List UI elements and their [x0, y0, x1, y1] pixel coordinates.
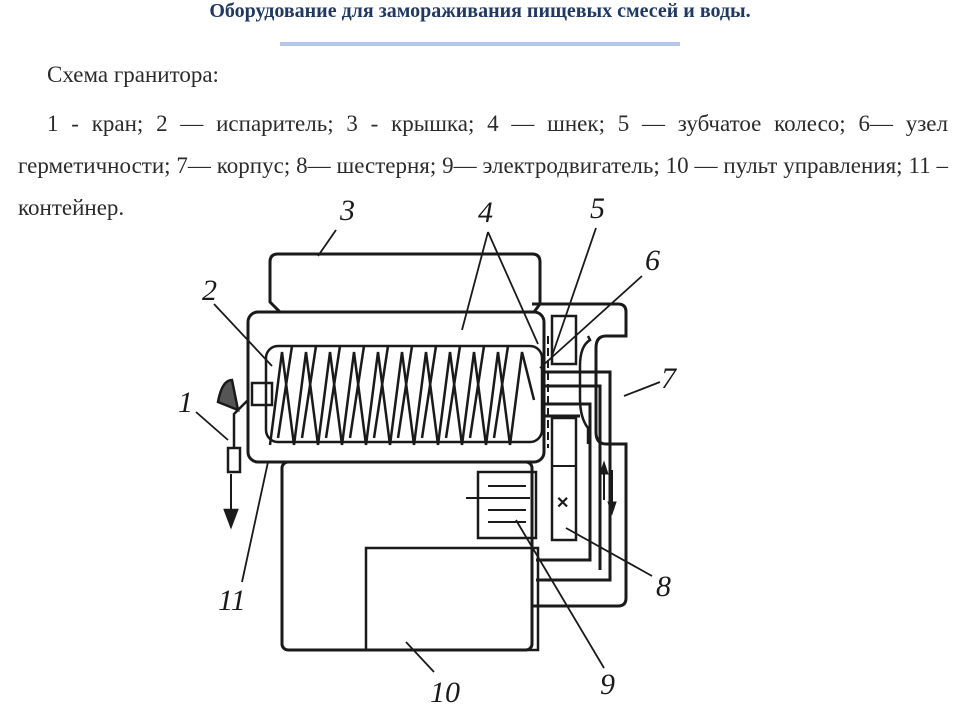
label-2-evaporator: 2: [202, 274, 217, 307]
slide-title: Оборудование для замораживания пищевых с…: [209, 0, 751, 22]
label-7-housing: 7: [661, 362, 678, 395]
control-panel: [364, 546, 540, 652]
seal-block: [578, 335, 592, 444]
parts-legend: 1 - кран; 2 — испаритель; 3 - крышка; 4 …: [18, 111, 948, 220]
evaporator-cylinder: [264, 344, 544, 444]
title-underline: [280, 42, 680, 46]
motor-vents: [466, 485, 530, 523]
gear-wheel: [550, 314, 578, 366]
tap: [216, 378, 249, 530]
label-5-gear-wheel: 5: [590, 192, 605, 225]
auger-shaft: [250, 381, 274, 407]
label-10-control-panel: 10: [430, 676, 460, 709]
diagram-background: [186, 196, 678, 716]
label-6-seal: 6: [645, 244, 660, 277]
pinion: [550, 416, 578, 542]
flow-arrows: [599, 460, 617, 516]
electric-motor: [476, 470, 538, 540]
drive-transmission: [536, 370, 612, 582]
leader-lines: [195, 227, 661, 673]
auger: [268, 345, 536, 446]
label-9-motor: 9: [600, 668, 615, 701]
label-11-container: 11: [218, 584, 246, 617]
label-3-lid: 3: [339, 194, 355, 227]
label-4-auger: 4: [478, 196, 493, 229]
lid: [268, 252, 542, 314]
pinion-axis-mark: ✕: [556, 495, 569, 512]
diagram-heading: Схема гранитора:: [47, 62, 219, 87]
housing: [532, 302, 628, 608]
label-1-tap: 1: [178, 386, 193, 419]
label-8-pinion: 8: [656, 570, 671, 603]
